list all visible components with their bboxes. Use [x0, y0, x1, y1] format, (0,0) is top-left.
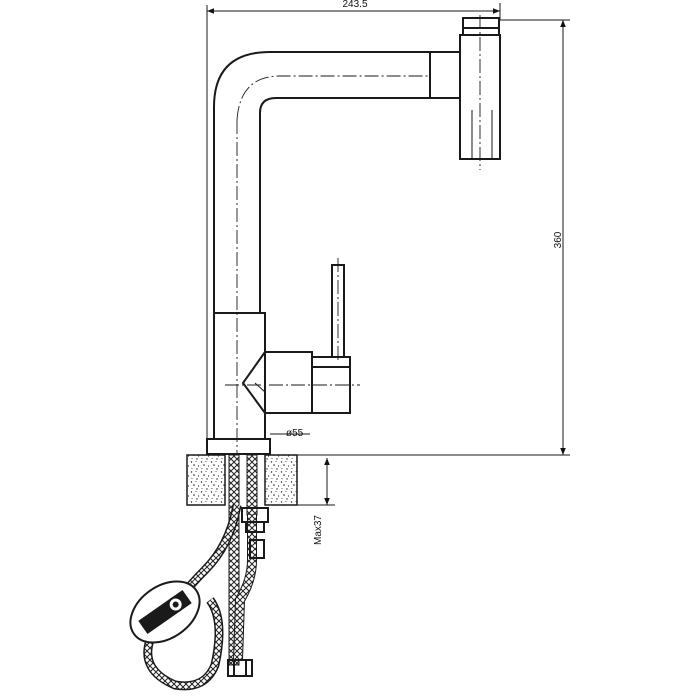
base-diameter-label: ø55: [286, 428, 304, 439]
spray-head-body: [459, 34, 501, 160]
countertop-right-section: [264, 454, 298, 506]
countertop: [186, 454, 298, 506]
pullout-hose: [129, 504, 242, 691]
height-dimension: 360: [265, 19, 570, 456]
mixer-housing: [213, 312, 266, 440]
shank-washer: [245, 521, 265, 533]
thickness-dimension: Max37: [297, 458, 335, 545]
thickness-label: Max37: [313, 515, 324, 545]
braided-supply-hose-right: [234, 515, 256, 661]
lever-cartridge: [241, 351, 313, 414]
spout-centerline: [236, 75, 430, 121]
cartridge-detail: [254, 382, 266, 393]
spray-head: [429, 15, 501, 170]
width-label: 243.5: [342, 0, 367, 10]
mixer-body: [213, 258, 360, 440]
supply-lines: [227, 454, 269, 677]
hose-weight-screw-head: [172, 601, 179, 608]
height-label: 360: [553, 231, 564, 248]
spout-inner-contour: [259, 97, 430, 313]
supply-nut-bottom: [227, 659, 253, 677]
spray-head-collar: [429, 51, 461, 99]
spout-outer-contour: [213, 51, 430, 313]
pullout-hose-braid: [144, 504, 240, 689]
spray-head-cap: [462, 17, 500, 36]
hose-weight: [129, 580, 201, 644]
width-dimension: 243.5: [206, 0, 501, 440]
base: ø55: [206, 428, 310, 455]
braided-supply-hose-right-upper: [246, 454, 258, 516]
countertop-left-section: [186, 454, 226, 506]
hose-connector: [249, 539, 265, 559]
spout: [213, 51, 430, 455]
base-ring: [206, 438, 271, 455]
